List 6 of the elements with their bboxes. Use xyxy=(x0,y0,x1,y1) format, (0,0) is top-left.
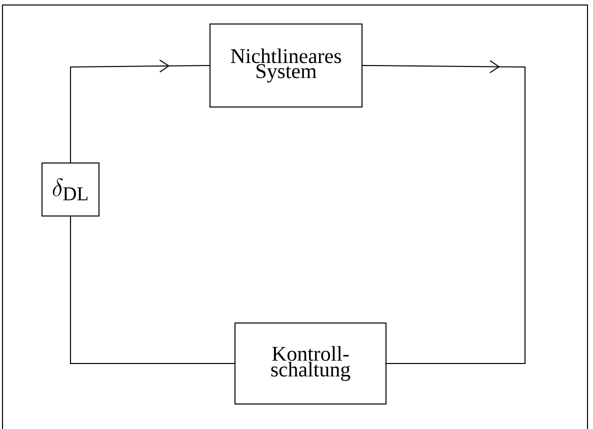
connector xyxy=(70,60,210,163)
delta-box: $\delta_{\mathrm{DL}}$ xyxy=(42,162,100,216)
connector xyxy=(362,60,526,364)
control-box: Kontroll- schaltung xyxy=(234,322,386,404)
connector xyxy=(70,216,235,364)
system-box: Nichtlineares System xyxy=(210,24,362,108)
